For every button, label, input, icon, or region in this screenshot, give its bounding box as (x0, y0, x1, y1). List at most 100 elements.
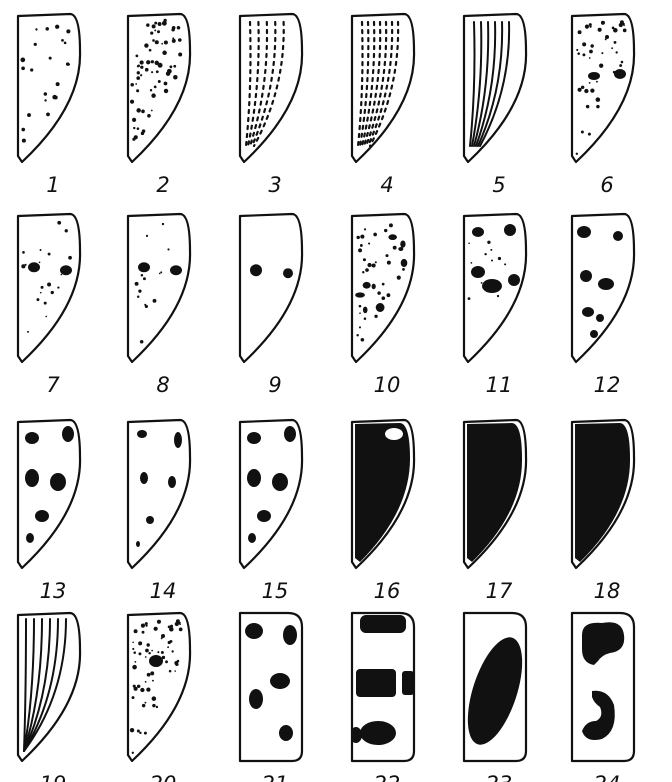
speck (41, 286, 44, 289)
panel-number: 2 (156, 173, 169, 197)
speck (364, 228, 366, 230)
speck (487, 241, 490, 244)
speck (133, 685, 136, 688)
blob (283, 268, 293, 278)
speck (145, 656, 147, 658)
speck (44, 92, 48, 96)
panel-number: 13 (40, 579, 67, 603)
panel-7: 7 (18, 214, 80, 397)
blob (355, 292, 365, 297)
speck (47, 283, 51, 287)
panel-outline (240, 214, 302, 362)
speck (146, 688, 150, 692)
speck (605, 38, 607, 40)
speck (621, 61, 624, 64)
speck (132, 118, 136, 122)
speck (159, 273, 161, 275)
blob (247, 469, 261, 487)
speck (167, 69, 172, 74)
speck (136, 89, 139, 92)
speck (161, 637, 163, 639)
speck (612, 27, 615, 30)
panel-23: 23 (457, 613, 533, 782)
blob (284, 426, 296, 442)
speck (150, 671, 154, 675)
speck (151, 110, 153, 112)
speck (162, 51, 167, 56)
speck (375, 261, 377, 263)
speck (498, 257, 501, 260)
speck (582, 53, 585, 56)
speck (373, 233, 377, 237)
panel-number: 15 (262, 579, 289, 603)
speck (372, 263, 376, 267)
speck (381, 296, 385, 300)
speck (623, 29, 627, 33)
panel-outline (128, 214, 190, 362)
speck (154, 29, 156, 31)
speck (45, 27, 48, 30)
speck (588, 133, 591, 136)
blob (250, 264, 262, 276)
speck (360, 235, 364, 239)
speck (576, 49, 578, 51)
blob (400, 240, 405, 247)
speck (488, 284, 492, 288)
notch (385, 428, 403, 440)
speck (154, 86, 157, 89)
speck (174, 670, 176, 672)
speck (137, 729, 140, 732)
speck (145, 681, 147, 683)
speck (582, 42, 586, 46)
blob (137, 430, 147, 438)
blob (272, 473, 288, 491)
speck (601, 52, 603, 54)
speck (168, 626, 171, 629)
speck (152, 680, 154, 682)
speck (139, 732, 141, 734)
speck (40, 292, 42, 294)
panel-number: 22 (374, 772, 401, 782)
panel-22: 22 (350, 613, 414, 782)
band (360, 615, 406, 633)
speck (137, 127, 140, 130)
speck (387, 293, 391, 297)
speck (146, 643, 149, 646)
speck (589, 82, 591, 84)
panel-21: 21 (240, 613, 302, 782)
speck (132, 696, 135, 699)
speck (135, 54, 138, 57)
blob (508, 274, 520, 286)
speck (132, 648, 134, 650)
panel-24: 24 (572, 613, 634, 782)
speck (611, 47, 613, 49)
speck (132, 138, 135, 141)
speck (605, 35, 609, 39)
blob (471, 266, 485, 278)
speck (468, 242, 470, 244)
blob (60, 265, 72, 275)
band (356, 669, 396, 697)
panel-19: 19 (18, 613, 80, 782)
speck (39, 261, 41, 263)
speck (140, 74, 142, 76)
speck (497, 295, 499, 297)
speck (138, 641, 142, 645)
speck (157, 651, 159, 653)
speck (154, 627, 158, 631)
speck (584, 89, 588, 93)
panel-2: 2 (128, 14, 190, 197)
speck (491, 259, 493, 261)
panel-number: 9 (268, 373, 281, 397)
speck (145, 68, 149, 72)
blob (388, 234, 397, 240)
speck (367, 263, 371, 267)
speck (147, 673, 151, 677)
speck (140, 60, 144, 64)
speck (581, 130, 584, 133)
speck (145, 622, 148, 625)
speck (589, 23, 592, 26)
speck (157, 620, 161, 624)
speck (133, 651, 136, 654)
blob (140, 472, 148, 484)
